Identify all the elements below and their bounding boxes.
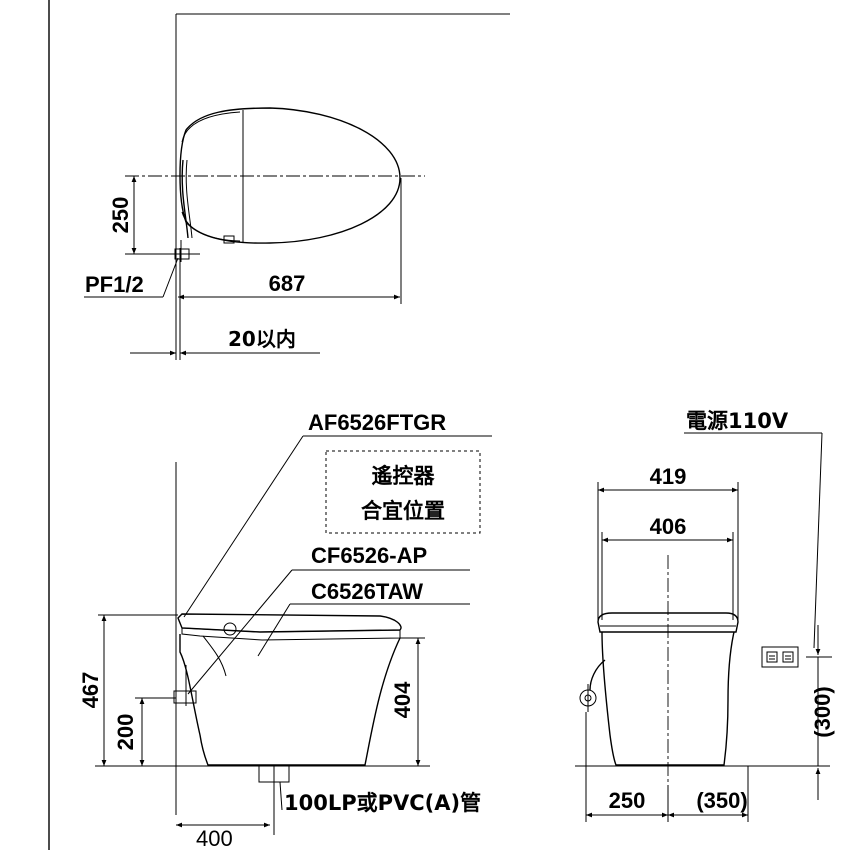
pipe-size-label: PF1/2 [85,272,144,297]
front-hinge-knob [223,622,237,636]
front-bowl-outline [179,634,401,766]
dim-side-350-label: (350) [696,788,747,813]
power-leader [813,432,823,649]
dim-side-250-label: 250 [609,788,646,813]
supply-hose [181,159,189,239]
seat-model-leader [183,435,304,618]
bowl-model-leader [257,603,291,657]
seat-model-label: AF6526FTGR [308,410,446,435]
front-view: AF6526FTGR 遙控器 合宜位置 CF6526-AP C6526TAW 4… [78,410,492,850]
power-outlet-socket-left [766,651,778,663]
power-outlet-box [761,646,799,668]
dim-300-label: (300) [810,686,835,737]
side-supply-hose [589,659,606,691]
pf-leader [162,257,179,298]
seat-hinge-curve [181,111,241,143]
remote-position-box [325,450,481,534]
remote-label-line1: 遙控器 [372,464,436,488]
side-bowl-outline [601,631,735,766]
supply-hose-inner [185,159,193,239]
dim-200-label: 200 [113,714,138,751]
top-view: 250 PF1/2 687 20以内 [84,13,510,360]
dim-687-label: 687 [269,271,306,296]
valve-model-label: CF6526-AP [311,543,427,568]
dim-400-label: 400 [196,826,233,850]
dim-20-label: 20以内 [228,327,296,351]
drain-leader [279,781,283,811]
dim-467-label: 467 [78,672,103,709]
valve-model-leader [187,569,293,695]
dim-250-top-label: 250 [108,197,133,234]
dim-406-label: 406 [650,514,687,539]
seat-knob [223,235,235,244]
drain-pipe-label: 100LP或PVC(A)管 [284,791,481,815]
dim-404-label: 404 [390,681,415,718]
front-bowl-inner-curve [202,635,227,677]
seat-hinge-curve-lower [181,211,241,242]
side-seat [597,612,739,633]
power-label: 電源110V [686,409,789,433]
side-view: 電源110V 419 406 [575,409,835,822]
front-supply-valve [173,690,197,704]
dim-419-label: 419 [650,464,687,489]
remote-label-line2: 合宜位置 [361,499,445,523]
power-outlet-socket-right [782,651,794,663]
front-seat-ring [181,627,401,641]
bowl-model-label: C6526TAW [311,579,423,604]
